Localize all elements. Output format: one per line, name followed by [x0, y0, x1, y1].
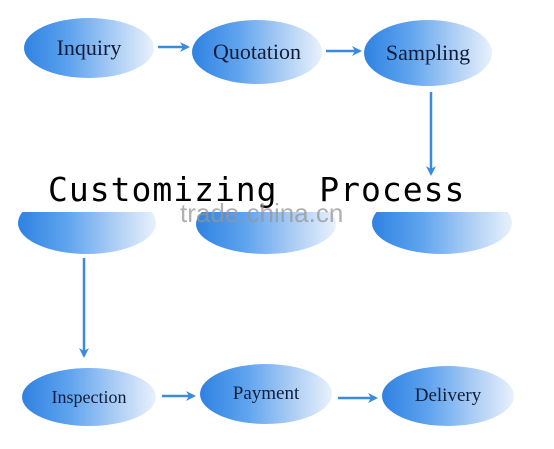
node-inspection: Inspection — [22, 368, 156, 426]
title-band — [0, 168, 554, 212]
node-delivery-label: Delivery — [414, 385, 482, 406]
node-inquiry-label: Inquiry — [56, 35, 122, 60]
diagram-title: Customizing Process — [48, 170, 466, 209]
node-payment-label: Payment — [232, 383, 300, 404]
node-quotation: Quotation — [192, 20, 322, 84]
node-sampling-label: Sampling — [385, 40, 471, 65]
node-sampling: Sampling — [364, 20, 492, 86]
node-delivery: Delivery — [382, 366, 514, 426]
node-quotation-label: Quotation — [213, 39, 301, 64]
watermark: trade.china.cn — [180, 198, 344, 228]
node-inquiry: Inquiry — [24, 18, 154, 78]
node-inspection-label: Inspection — [51, 386, 127, 407]
node-payment: Payment — [200, 364, 332, 424]
